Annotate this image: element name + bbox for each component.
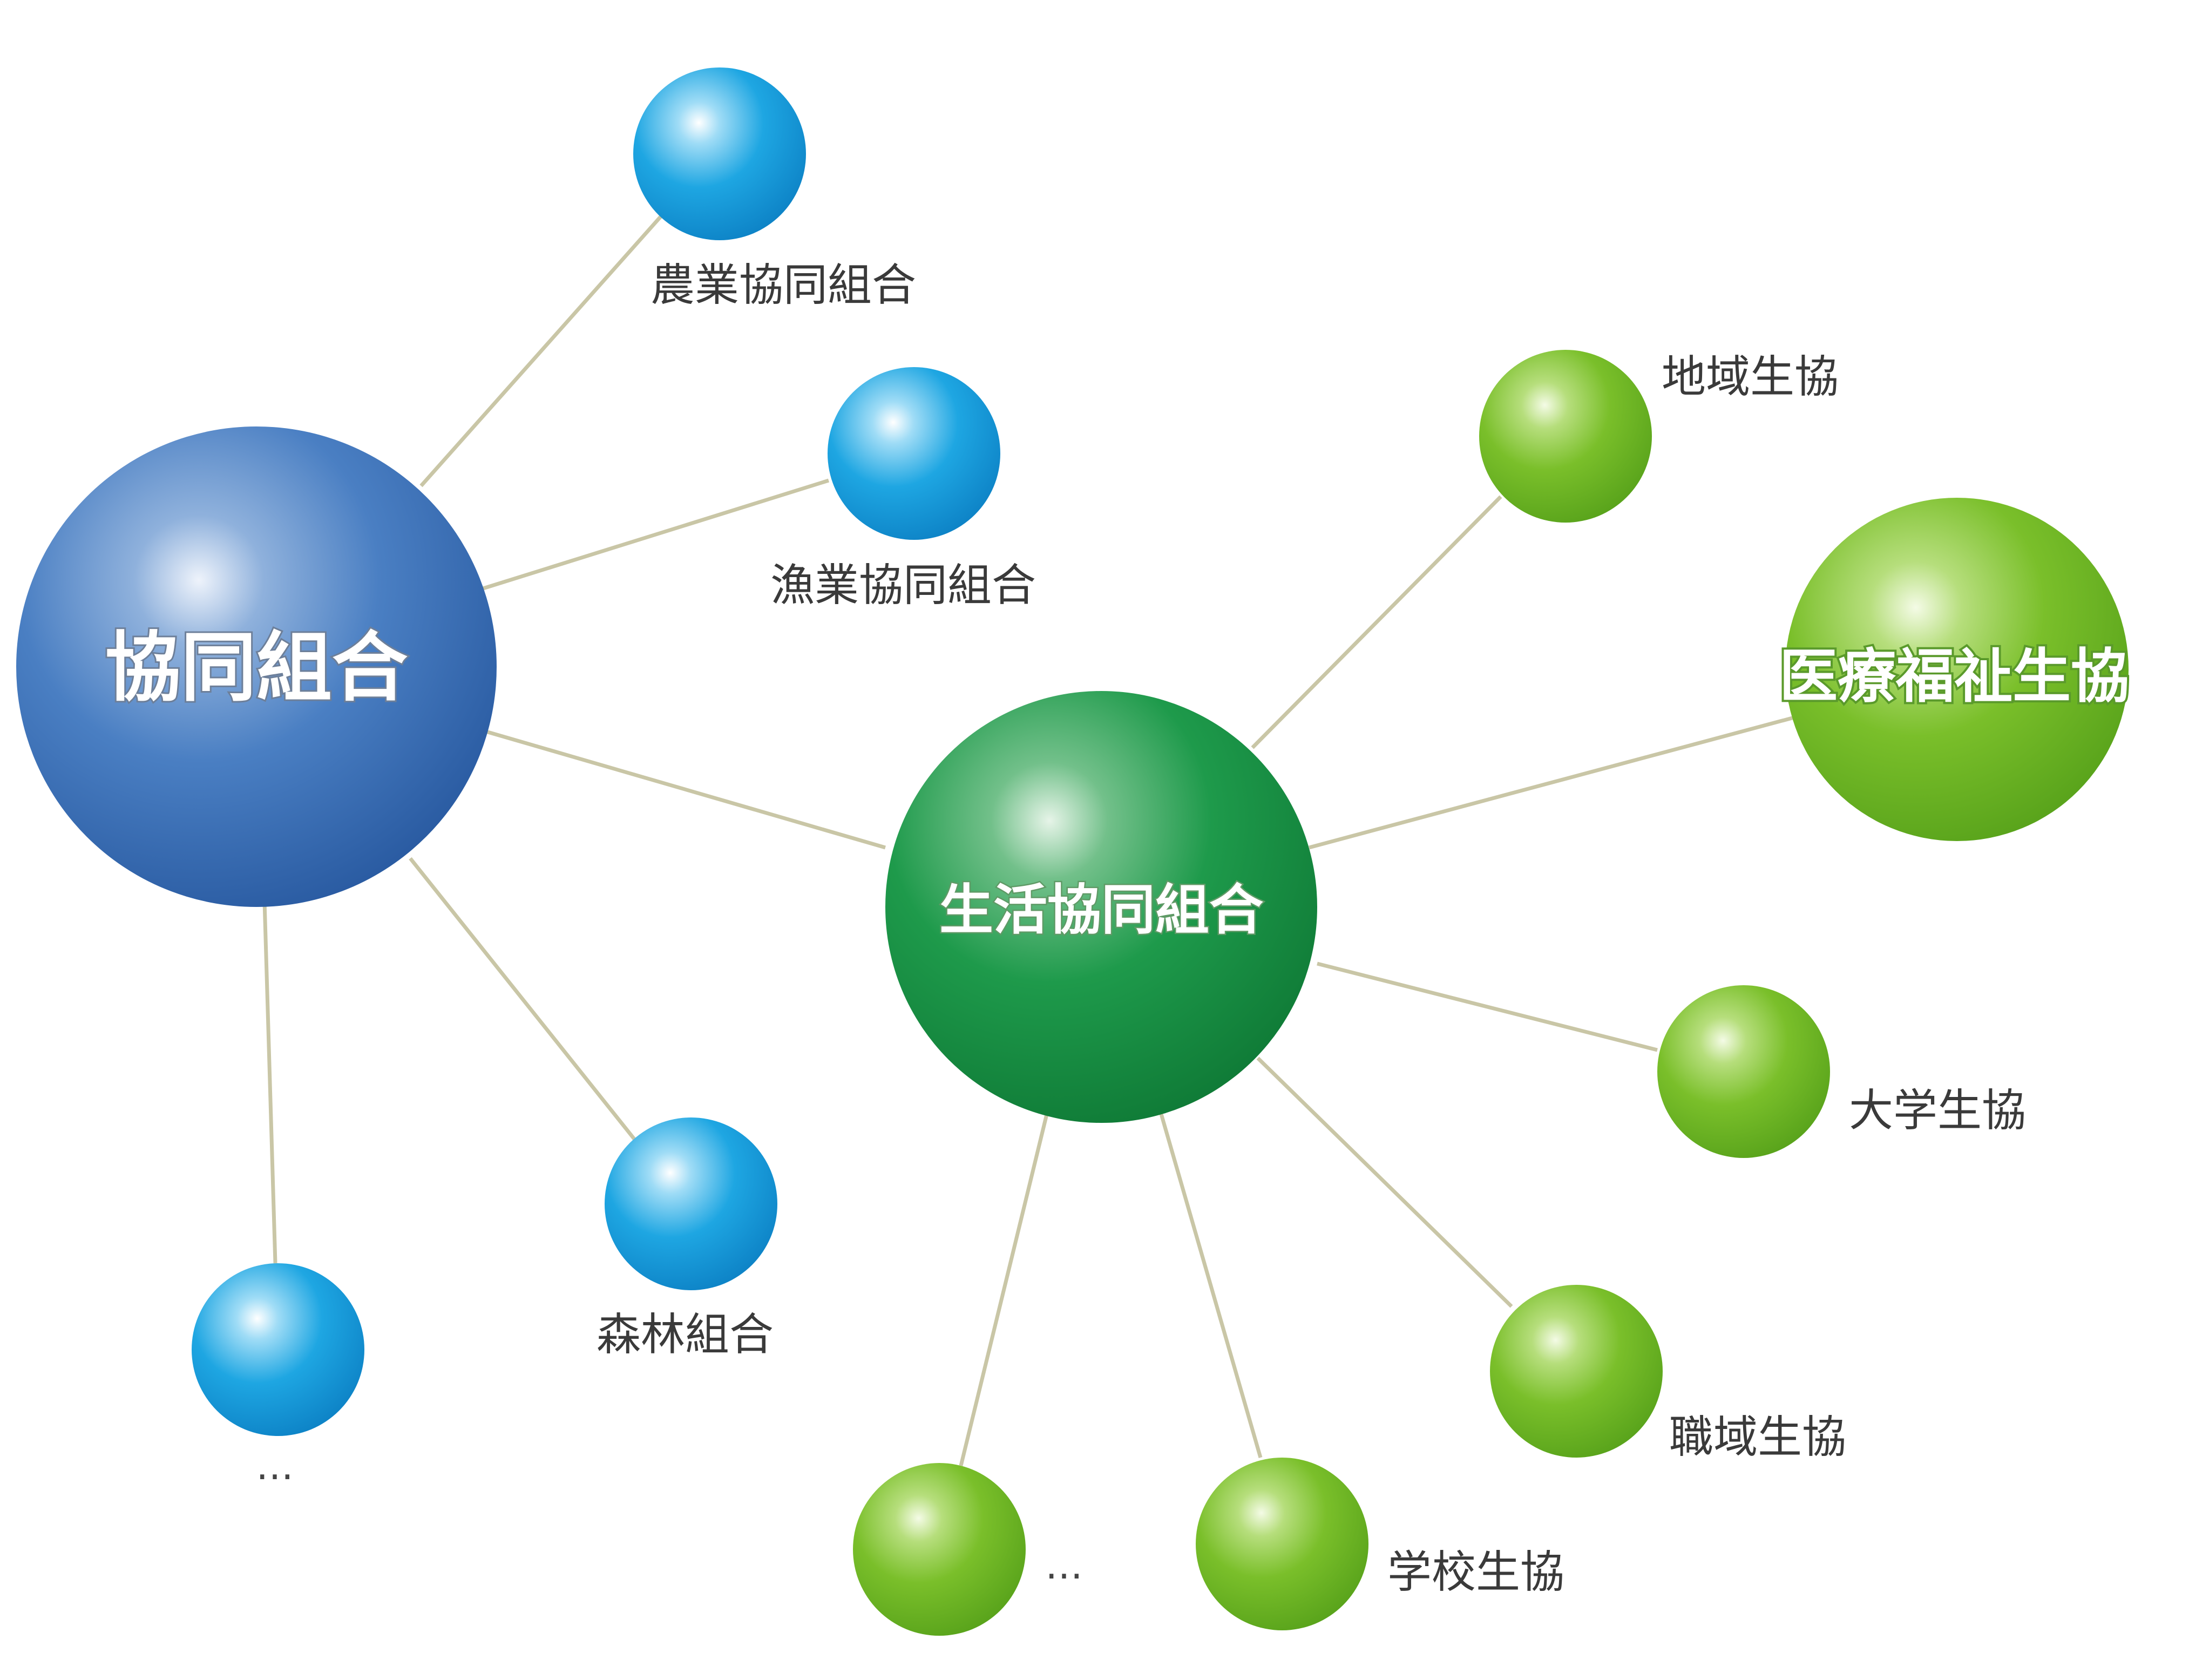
node-forestry-label: 森林組合	[597, 1309, 774, 1360]
edge-consumer-workplace	[1256, 1056, 1513, 1308]
node-workplace-sphere	[1490, 1285, 1663, 1458]
edge-coop-forestry	[409, 857, 636, 1141]
node-consumer-more: …	[853, 1463, 1087, 1636]
edge-consumer-school	[1158, 1112, 1263, 1458]
edge-consumer-more	[959, 1112, 1049, 1466]
node-agricultural-label: 農業協同組合	[650, 260, 916, 311]
node-community: 地域生協	[1479, 350, 1839, 523]
node-school-label: 学校生協	[1387, 1547, 1564, 1598]
node-school-sphere	[1196, 1458, 1368, 1630]
edge-consumer-medical	[1309, 716, 1793, 850]
edge-consumer-university	[1317, 961, 1658, 1052]
node-forestry: 森林組合	[597, 1117, 777, 1360]
node-consumer-more-label: …	[1045, 1543, 1087, 1588]
node-agricultural: 農業協同組合	[633, 67, 916, 311]
node-consumer-more-sphere	[853, 1463, 1026, 1636]
hub-cooperative: 協同組合	[16, 426, 497, 907]
hub-consumer: 生活協同組合	[885, 691, 1317, 1123]
node-coop-more: …	[192, 1263, 364, 1488]
node-fishery-sphere	[828, 367, 1000, 540]
edge-coop-consumer	[485, 729, 886, 850]
edge-coop-more	[262, 901, 277, 1264]
node-coop-more-sphere	[192, 1263, 364, 1436]
node-community-label: 地域生協	[1662, 351, 1839, 403]
node-agricultural-sphere	[633, 67, 806, 240]
hub-consumer-sphere	[885, 691, 1317, 1123]
node-medical-label: 医療福祉生協	[1779, 643, 2129, 710]
hub-cooperative-sphere	[16, 426, 497, 907]
edge-coop-fishery	[482, 478, 830, 591]
edges	[262, 214, 1793, 1466]
node-medical-sphere	[1785, 498, 2129, 841]
node-university-label: 大学生協	[1849, 1085, 2026, 1136]
node-community-sphere	[1479, 350, 1652, 523]
node-coop-more-label: …	[256, 1444, 298, 1488]
node-fishery: 漁業協同組合	[770, 367, 1036, 611]
node-workplace-label: 職域生協	[1669, 1412, 1846, 1463]
hub-consumer-label: 生活協同組合	[939, 878, 1263, 941]
node-university-sphere	[1657, 985, 1830, 1158]
edge-coop-agricultural	[419, 214, 663, 487]
hub-cooperative-label: 協同組合	[105, 624, 408, 712]
node-workplace: 職域生協	[1490, 1285, 1846, 1463]
node-forestry-sphere	[605, 1117, 777, 1290]
node-medical: 医療福祉生協	[1777, 498, 2131, 841]
node-fishery-label: 漁業協同組合	[770, 560, 1036, 611]
edge-consumer-community	[1251, 495, 1502, 749]
node-university: 大学生協	[1657, 985, 2026, 1158]
node-school: 学校生協	[1196, 1458, 1564, 1630]
